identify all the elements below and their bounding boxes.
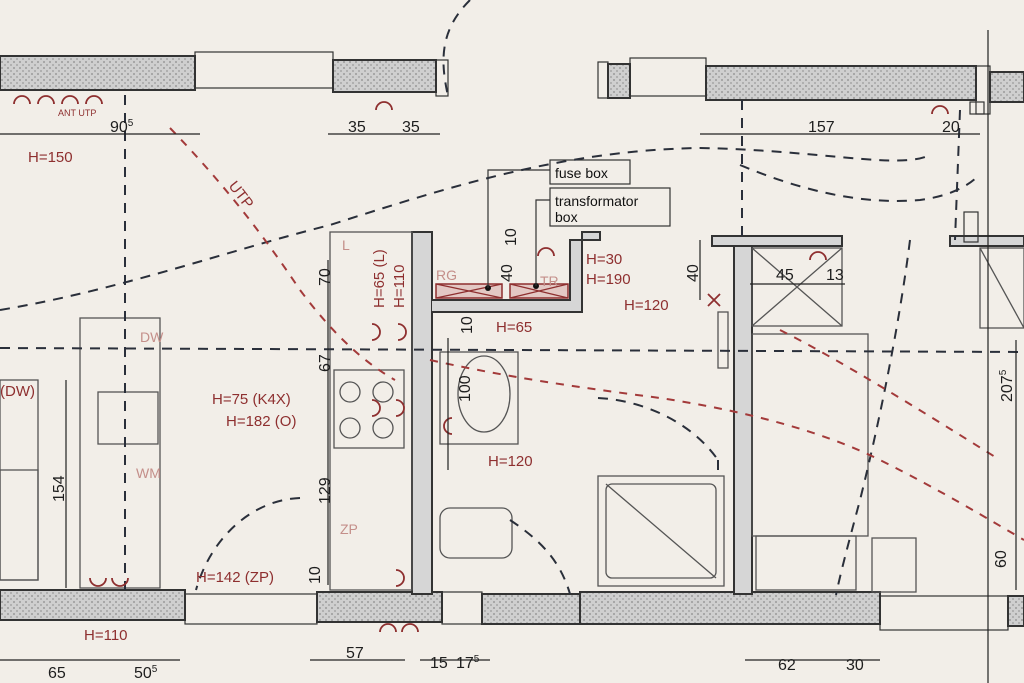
dim-129: 129: [317, 477, 334, 504]
callout-leaders: [487, 159, 671, 288]
annotation-h142-zp: H=142 (ZP): [196, 569, 274, 586]
dim-207: 2075: [998, 369, 1016, 402]
fuse-box-label: fuse box: [555, 165, 608, 181]
annotation-dw: DW: [140, 329, 164, 345]
annotation-dw-left: (DW): [0, 383, 35, 400]
dim-13: 13: [826, 267, 844, 284]
dashed-routes: [0, 0, 1024, 596]
bathroom-fixtures: [439, 247, 1024, 593]
annotation-utp: UTP: [225, 178, 257, 212]
dim-65: 65: [48, 665, 66, 682]
dim-17: 175: [456, 654, 480, 672]
dim-30: 30: [846, 657, 864, 674]
dim-62: 62: [778, 657, 796, 674]
dim-15: 15: [430, 655, 448, 672]
dim-157: 157: [808, 119, 835, 136]
outlet-symbols: [13, 95, 949, 633]
annotation-h190: H=190: [586, 271, 631, 288]
dim-35-a: 35: [348, 119, 366, 136]
dim-70: 70: [317, 268, 334, 286]
dim-10-bottom: 10: [307, 566, 324, 584]
annotation-rg: RG: [436, 267, 457, 283]
dim-20: 20: [942, 119, 960, 136]
annotation-h120-mid: H=120: [488, 453, 533, 470]
dim-57: 57: [346, 645, 364, 662]
annotation-h75-k4x: H=75 (K4X): [212, 391, 291, 408]
annotation-h65: H=65: [496, 319, 532, 336]
dim-60: 60: [993, 550, 1010, 568]
annotation-wm: WM: [136, 465, 161, 481]
dim-45: 45: [776, 267, 794, 284]
dim-50: 505: [134, 664, 158, 682]
dim-67: 67: [317, 354, 334, 372]
annotation-ant-utp: ANT UTP: [58, 108, 96, 118]
dim-100: 100: [457, 375, 474, 402]
annotation-h65l: H=65 (L): [371, 249, 388, 308]
dim-154: 154: [51, 475, 68, 502]
electrical-boxes: [435, 283, 569, 299]
dim-10-top: 10: [503, 228, 520, 246]
top-exterior-wall: [0, 51, 1024, 115]
annotation-l: L: [342, 237, 350, 253]
dim-35-b: 35: [402, 119, 420, 136]
annotation-tr: TR: [540, 273, 559, 289]
dim-40-b: 40: [685, 264, 702, 282]
kitchen-fixtures: [0, 231, 413, 591]
annotation-h150: H=150: [28, 149, 73, 166]
transformator-box-label-line1: transformator: [555, 193, 639, 209]
transformator-box-label-line2: box: [555, 209, 578, 225]
dim-40-a: 40: [499, 264, 516, 282]
annotation-zp: ZP: [340, 521, 358, 537]
annotation-h120-top: H=120: [624, 297, 669, 314]
annotation-h30: H=30: [586, 251, 622, 268]
interior-walls: [411, 101, 1024, 595]
bottom-exterior-wall: [0, 589, 1024, 631]
dim-90: 905: [110, 118, 134, 136]
dim-10-mid: 10: [459, 316, 476, 334]
dimension-lines: [0, 30, 1017, 683]
annotation-h110-bottom: H=110: [84, 627, 128, 644]
annotation-h110-vertical: H=110: [391, 264, 408, 308]
annotation-h182-o: H=182 (O): [226, 413, 296, 430]
red-cable-routes: [169, 127, 1024, 541]
